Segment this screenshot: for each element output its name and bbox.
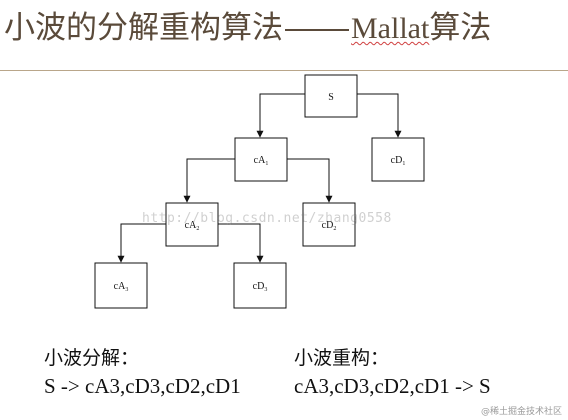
edge-ca1-ca2 — [183, 158, 235, 203]
node-cd3-box — [233, 262, 287, 309]
node-ca2-box — [165, 202, 219, 247]
juejin-watermark: @稀土掘金技术社区 — [480, 407, 562, 417]
node-cd2-label: cD2 — [322, 220, 337, 232]
edge-s-ca1 — [256, 93, 305, 138]
decomposition-formula: S -> cA3,cD3,cD2,cD1 — [44, 374, 241, 398]
decomposition-caption: 小波分解： S -> cA3,cD3,cD2,cD1 — [44, 344, 241, 400]
decomposition-heading: 小波分解： — [44, 347, 140, 369]
reconstruction-formula: cA3,cD3,cD2,cD1 -> S — [294, 374, 491, 398]
title-chinese: 小波的分解重构算法 — [4, 10, 283, 46]
title-dash — [285, 28, 349, 31]
node-s-label: S — [328, 92, 334, 103]
node-ca1-label: cA1 — [254, 155, 269, 167]
node-cd2-box — [302, 202, 356, 247]
csdn-watermark: http://blog.csdn.net/zhang0558 — [142, 211, 392, 226]
node-cd3-label: cD3 — [253, 281, 268, 293]
node-ca1-box — [234, 137, 288, 182]
edge-ca2-cd3 — [218, 223, 264, 263]
node-cd1-box — [371, 137, 425, 182]
slide-title: 小波的分解重构算法 Mallat算法 — [4, 8, 491, 49]
edge-ca1-cd2 — [287, 158, 333, 203]
title-english: Mallat — [351, 12, 430, 45]
edge-s-cd1 — [357, 93, 402, 138]
node-cd1-label: cD1 — [391, 155, 406, 167]
node-ca3-box — [94, 262, 148, 309]
reconstruction-caption: 小波重构： cA3,cD3,cD2,cD1 -> S — [294, 344, 491, 400]
reconstruction-heading: 小波重构： — [294, 347, 390, 369]
edge-ca2-ca3 — [117, 223, 166, 263]
title-suffix: 算法 — [429, 10, 492, 46]
node-ca3-label: cA3 — [114, 281, 129, 293]
tree-connectors — [117, 93, 402, 263]
node-ca2-label: cA2 — [185, 220, 200, 232]
node-s-box — [304, 74, 358, 118]
title-divider — [0, 70, 568, 71]
